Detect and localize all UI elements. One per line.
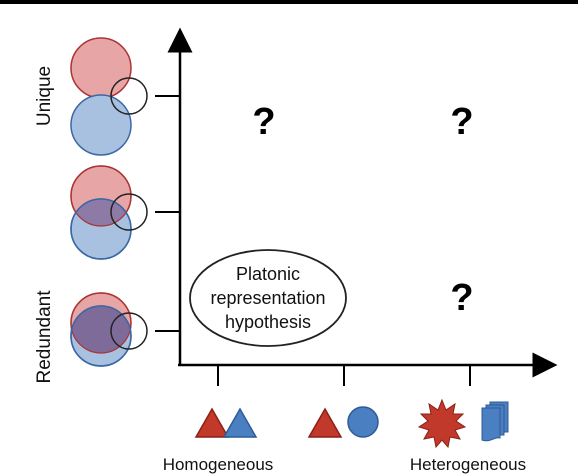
blue-document-icon — [481, 401, 509, 442]
ellipse-line-2: representation — [210, 288, 325, 308]
venn-redundant — [70, 292, 148, 367]
venn-outline-circle — [110, 193, 148, 231]
question-mark-bottom-right: ? — [450, 277, 473, 319]
ellipse-line-1: Platonic — [236, 264, 300, 284]
y-label-unique: Unique — [34, 66, 55, 126]
y-label-redundant: Redundant — [34, 290, 55, 384]
red-triangle-icon — [194, 407, 230, 438]
x-label-heterogeneous: Heterogeneous — [410, 455, 526, 474]
blue-circle-icon — [347, 406, 379, 438]
venn-outline-circle — [110, 77, 148, 115]
question-mark-top-right: ? — [450, 101, 473, 143]
venn-blue-circle — [70, 94, 132, 156]
red-starburst-icon — [417, 398, 467, 449]
venn-outline-circle — [110, 312, 148, 350]
venn-overlap — [71, 199, 131, 226]
venn-middle — [70, 165, 148, 260]
blue-triangle-icon — [222, 407, 258, 438]
venn-red-circle — [70, 37, 132, 99]
platonic-ellipse — [189, 249, 347, 347]
ellipse-line-3: hypothesis — [225, 312, 311, 332]
question-mark-top-left: ? — [252, 101, 275, 143]
top-border — [0, 0, 578, 4]
venn-unique — [70, 37, 148, 156]
red-triangle-icon — [307, 407, 343, 438]
x-label-homogeneous: Homogeneous — [163, 455, 274, 474]
